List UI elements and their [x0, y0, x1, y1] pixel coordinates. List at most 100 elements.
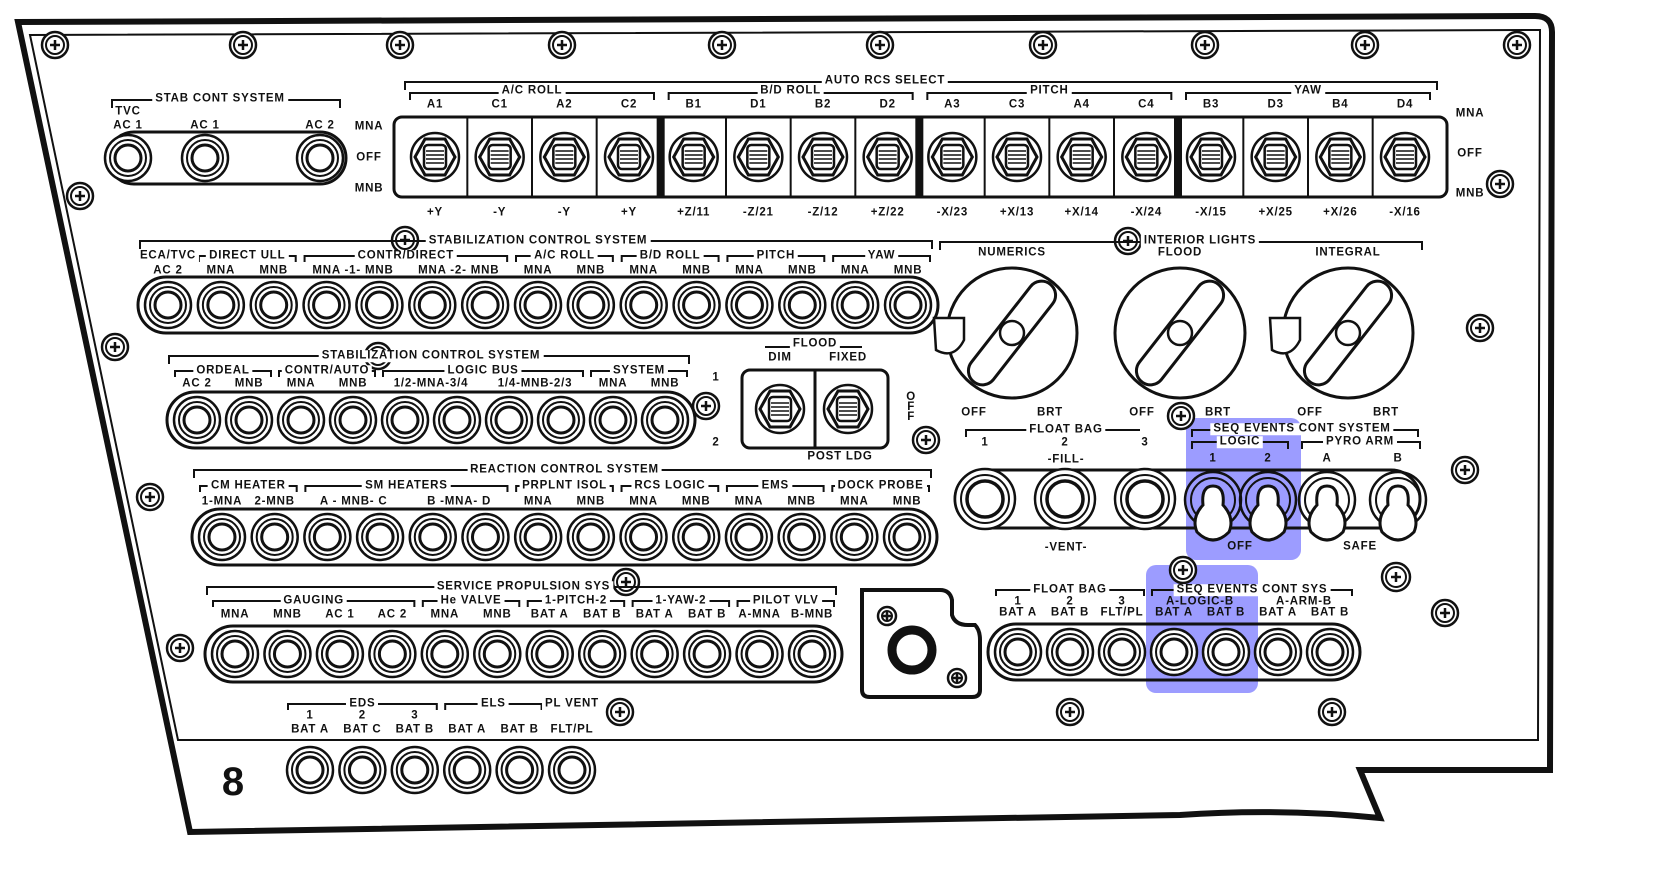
- flood-switch-label: FIXED: [829, 351, 867, 364]
- circuit-breaker[interactable]: [484, 395, 534, 445]
- auto-rcs-switch-id: B2: [814, 98, 832, 111]
- circuit-breaker[interactable]: [420, 629, 470, 679]
- auto-rcs-switch-b3[interactable]: [1185, 131, 1237, 183]
- circuit-breaker[interactable]: [724, 512, 774, 562]
- auto-rcs-switch-d3[interactable]: [1250, 131, 1301, 183]
- circuit-breaker[interactable]: [172, 395, 222, 445]
- circuit-breaker[interactable]: [682, 629, 732, 679]
- circuit-breaker[interactable]: [276, 395, 326, 445]
- circuit-breaker[interactable]: [536, 395, 586, 445]
- circuit-breaker[interactable]: [577, 629, 627, 679]
- circuit-breaker[interactable]: [473, 629, 522, 679]
- circuit-breaker[interactable]: [547, 745, 597, 795]
- circuit-breaker[interactable]: [882, 512, 932, 562]
- circuit-breaker[interactable]: [338, 745, 387, 795]
- circuit-breaker[interactable]: [672, 280, 721, 330]
- auto-rcs-switch-d2[interactable]: [862, 131, 913, 183]
- circuit-breaker[interactable]: [619, 512, 668, 562]
- circuit-breaker[interactable]: [525, 629, 574, 679]
- circuit-breaker[interactable]: [390, 745, 440, 795]
- circuit-breaker[interactable]: [355, 512, 405, 562]
- circuit-breaker[interactable]: [408, 512, 458, 562]
- circuit-breaker[interactable]: [993, 627, 1043, 677]
- stab-cont-switch[interactable]: [180, 133, 230, 183]
- auto-rcs-switch-b1[interactable]: [668, 131, 719, 183]
- circuit-breaker[interactable]: [249, 280, 298, 330]
- auto-rcs-switch-a3[interactable]: [927, 131, 978, 183]
- flood-switch-dim[interactable]: [754, 383, 806, 435]
- seq-logic-switch-1[interactable]: [1183, 470, 1243, 542]
- circuit-breaker[interactable]: [619, 280, 668, 330]
- circuit-breaker[interactable]: [777, 512, 826, 562]
- circuit-breaker[interactable]: [461, 512, 510, 562]
- interior-light-knob[interactable]: [1268, 266, 1415, 400]
- float-bag-switch-1[interactable]: [953, 467, 1017, 531]
- circuit-breaker[interactable]: [408, 280, 457, 330]
- auto-rcs-switch-a1[interactable]: [409, 131, 461, 183]
- circuit-breaker[interactable]: [328, 395, 378, 445]
- circuit-breaker[interactable]: [432, 395, 482, 445]
- circuit-breaker[interactable]: [263, 629, 312, 679]
- circuit-breaker[interactable]: [1201, 627, 1251, 677]
- circuit-breaker[interactable]: [640, 395, 690, 445]
- circuit-breaker[interactable]: [1253, 627, 1303, 677]
- circuit-breaker[interactable]: [566, 280, 616, 330]
- circuit-breaker[interactable]: [1097, 627, 1147, 677]
- circuit-breaker[interactable]: [210, 629, 260, 679]
- circuit-breaker[interactable]: [495, 745, 544, 795]
- auto-rcs-switch-c4[interactable]: [1121, 131, 1172, 183]
- auto-rcs-switch-c1[interactable]: [474, 131, 525, 183]
- flood-switch-fixed[interactable]: [822, 383, 874, 435]
- circuit-breaker[interactable]: [197, 512, 247, 562]
- circuit-breaker[interactable]: [460, 280, 510, 330]
- seq-logic-switch-2[interactable]: [1238, 470, 1298, 542]
- circuit-breaker[interactable]: [830, 512, 879, 562]
- stab-cont-switch[interactable]: [103, 133, 153, 183]
- auto-rcs-axis-label: +X/14: [1064, 206, 1099, 219]
- circuit-breaker[interactable]: [671, 512, 721, 562]
- circuit-breaker[interactable]: [883, 280, 933, 330]
- circuit-breaker[interactable]: [303, 512, 352, 562]
- circuit-breaker[interactable]: [143, 280, 193, 330]
- circuit-breaker[interactable]: [588, 395, 638, 445]
- stab-cont-switch[interactable]: [295, 133, 345, 183]
- auto-rcs-switch-c3[interactable]: [991, 131, 1043, 183]
- auto-rcs-switch-b2[interactable]: [797, 131, 849, 183]
- circuit-breaker[interactable]: [725, 280, 774, 330]
- circuit-breaker[interactable]: [285, 745, 335, 795]
- auto-rcs-switch-d1[interactable]: [733, 131, 784, 183]
- pyro-arm-switch-a[interactable]: [1297, 470, 1357, 542]
- circuit-breaker[interactable]: [224, 395, 274, 445]
- circuit-breaker[interactable]: [735, 629, 784, 679]
- auto-rcs-switch-b4[interactable]: [1315, 131, 1366, 183]
- circuit-breaker[interactable]: [196, 280, 246, 330]
- circuit-breaker[interactable]: [513, 280, 563, 330]
- pyro-arm-switch-b[interactable]: [1368, 470, 1428, 542]
- circuit-breaker[interactable]: [787, 629, 837, 679]
- circuit-breaker[interactable]: [380, 395, 430, 445]
- float-bag-switch-3[interactable]: [1113, 467, 1177, 531]
- circuit-breaker[interactable]: [1305, 627, 1355, 677]
- interior-light-knob[interactable]: [932, 266, 1079, 400]
- auto-rcs-switch-a2[interactable]: [539, 131, 590, 183]
- circuit-breaker[interactable]: [442, 745, 492, 795]
- circuit-breaker[interactable]: [355, 280, 404, 330]
- circuit-breaker[interactable]: [315, 629, 365, 679]
- auto-rcs-switch-c2[interactable]: [603, 131, 655, 183]
- circuit-breaker[interactable]: [1045, 627, 1095, 677]
- auto-rcs-switch-a4[interactable]: [1056, 131, 1107, 183]
- breaker-label: MNA: [206, 264, 236, 277]
- breaker-label: AC 2: [182, 377, 212, 390]
- circuit-breaker[interactable]: [368, 629, 417, 679]
- float-bag-switch-2[interactable]: [1033, 467, 1097, 531]
- auto-rcs-switch-d4[interactable]: [1379, 131, 1431, 183]
- interior-light-knob[interactable]: [1113, 266, 1247, 400]
- circuit-breaker[interactable]: [630, 629, 679, 679]
- circuit-breaker[interactable]: [566, 512, 616, 562]
- circuit-breaker[interactable]: [778, 280, 827, 330]
- circuit-breaker[interactable]: [830, 280, 880, 330]
- circuit-breaker[interactable]: [1149, 627, 1199, 677]
- circuit-breaker[interactable]: [513, 512, 563, 562]
- circuit-breaker[interactable]: [250, 512, 299, 562]
- circuit-breaker[interactable]: [302, 280, 351, 330]
